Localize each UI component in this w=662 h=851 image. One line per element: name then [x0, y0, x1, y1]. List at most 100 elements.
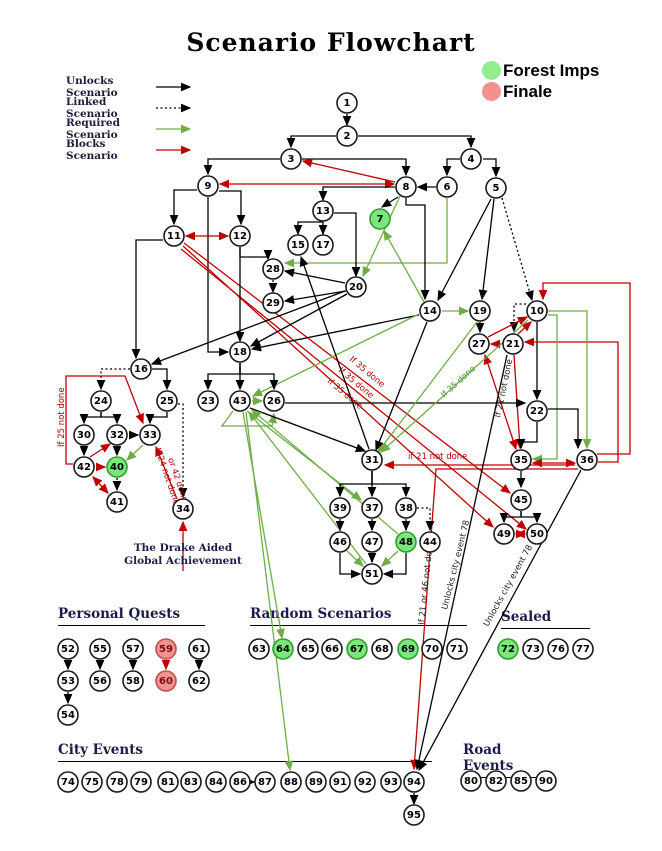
edge-u: [418, 469, 582, 772]
scenario-node-42: 42: [73, 456, 95, 478]
scenario-node-55: 55: [89, 638, 111, 660]
edge-condition-label: If 35 done: [439, 364, 478, 400]
scenario-node-7: 7: [369, 208, 391, 230]
svg-text:86: 86: [233, 777, 247, 788]
forest-imps-label: Forest Imps: [503, 60, 600, 80]
scenario-node-56: 56: [89, 670, 111, 692]
edge-u: [100, 412, 122, 425]
svg-text:90: 90: [539, 776, 553, 787]
scenario-node-72: 72: [497, 638, 519, 660]
scenario-node-57: 57: [122, 638, 144, 660]
edge-b: [89, 443, 112, 458]
svg-text:71: 71: [450, 644, 464, 655]
svg-text:11: 11: [167, 231, 181, 242]
svg-text:19: 19: [473, 306, 487, 317]
scenario-node-91: 91: [329, 771, 351, 793]
scenario-node-86: 86: [229, 771, 251, 793]
scenario-node-14: 14: [419, 300, 441, 322]
edge-u: [239, 363, 279, 391]
edge-q: [242, 411, 285, 640]
svg-text:54: 54: [61, 710, 75, 721]
svg-text:78: 78: [110, 777, 124, 788]
scenario-node-30: 30: [73, 424, 95, 446]
edge-b: [487, 316, 529, 338]
legend-label-unlocks: Unlocks Scenario: [66, 74, 118, 99]
svg-text:1: 1: [344, 98, 351, 109]
svg-text:21: 21: [506, 339, 520, 350]
edge-u: [318, 186, 395, 202]
scenario-node-4: 4: [460, 148, 482, 170]
svg-text:84: 84: [209, 777, 223, 788]
edge-u: [219, 190, 246, 226]
svg-text:4: 4: [468, 154, 475, 165]
drake-note-line2: Global Achievement: [124, 555, 242, 567]
svg-text:31: 31: [365, 455, 379, 466]
scenario-node-44: 44: [419, 531, 441, 553]
edge-u: [375, 321, 428, 452]
edge-condition-label: If 21 or 46 not done: [417, 540, 436, 625]
legend-row-unlocks: Unlocks Scenario: [66, 74, 200, 99]
scenario-node-47: 47: [361, 531, 383, 553]
scenario-node-23: 23: [197, 390, 219, 412]
edge-u: [437, 198, 492, 302]
page-title: Scenario Flowchart: [186, 28, 476, 57]
scenario-node-48: 48: [395, 531, 417, 553]
svg-text:52: 52: [61, 644, 75, 655]
edge-b: [301, 158, 396, 183]
scenario-node-32: 32: [106, 424, 128, 446]
svg-text:6: 6: [444, 182, 451, 193]
scenario-node-52: 52: [57, 638, 79, 660]
svg-text:14: 14: [423, 306, 437, 317]
edge-u: [286, 135, 336, 149]
edge-q: [381, 550, 399, 567]
svg-text:88: 88: [284, 777, 298, 788]
scenario-node-93: 93: [380, 771, 402, 793]
scenario-node-36: 36: [576, 449, 598, 471]
finale-key: Finale: [482, 81, 599, 102]
svg-text:9: 9: [205, 181, 212, 192]
svg-text:41: 41: [110, 497, 124, 508]
svg-text:23: 23: [201, 396, 215, 407]
scenario-node-65: 65: [297, 638, 319, 660]
svg-text:48: 48: [399, 537, 413, 548]
svg-text:26: 26: [267, 396, 281, 407]
scenario-node-43: 43: [229, 390, 251, 412]
scenario-node-50: 50: [526, 523, 548, 545]
scenario-node-64: 64: [272, 638, 294, 660]
scenario-node-13: 13: [312, 200, 334, 222]
forest-imps-key: Forest Imps: [482, 60, 599, 81]
drake-note-line1: The Drake Aided: [133, 542, 233, 554]
svg-text:69: 69: [401, 644, 415, 655]
svg-text:60: 60: [159, 676, 173, 687]
svg-text:44: 44: [423, 537, 437, 548]
edge-b: [538, 282, 631, 455]
scenario-node-29: 29: [262, 292, 284, 314]
scenario-node-54: 54: [57, 704, 79, 726]
svg-text:56: 56: [93, 676, 107, 687]
scenario-node-62: 62: [188, 670, 210, 692]
svg-text:5: 5: [493, 183, 500, 194]
scenario-node-75: 75: [81, 771, 103, 793]
unlocks-arrow-icon: [156, 82, 192, 91]
edge-condition-label: if 21 not done: [408, 452, 467, 462]
scenario-node-80: 80: [460, 770, 482, 792]
svg-text:80: 80: [464, 776, 478, 787]
edge-u: [302, 158, 411, 177]
svg-text:13: 13: [316, 206, 330, 217]
edge-b: [92, 476, 109, 494]
scenario-node-73: 73: [522, 638, 544, 660]
svg-text:64: 64: [276, 644, 290, 655]
edge-u: [339, 553, 362, 579]
svg-text:29: 29: [266, 298, 280, 309]
svg-text:65: 65: [301, 644, 315, 655]
legend-row-linked: Linked Scenario: [66, 96, 200, 120]
edge-q: [377, 321, 478, 454]
svg-text:59: 59: [159, 644, 173, 655]
drake-achievement-note: The Drake Aided Global Achievement: [120, 542, 246, 568]
scenario-node-87: 87: [254, 771, 276, 793]
svg-text:22: 22: [530, 406, 544, 417]
scenario-node-1: 1: [336, 92, 358, 114]
svg-text:47: 47: [365, 537, 379, 548]
svg-text:18: 18: [233, 347, 247, 358]
svg-text:20: 20: [349, 282, 363, 293]
